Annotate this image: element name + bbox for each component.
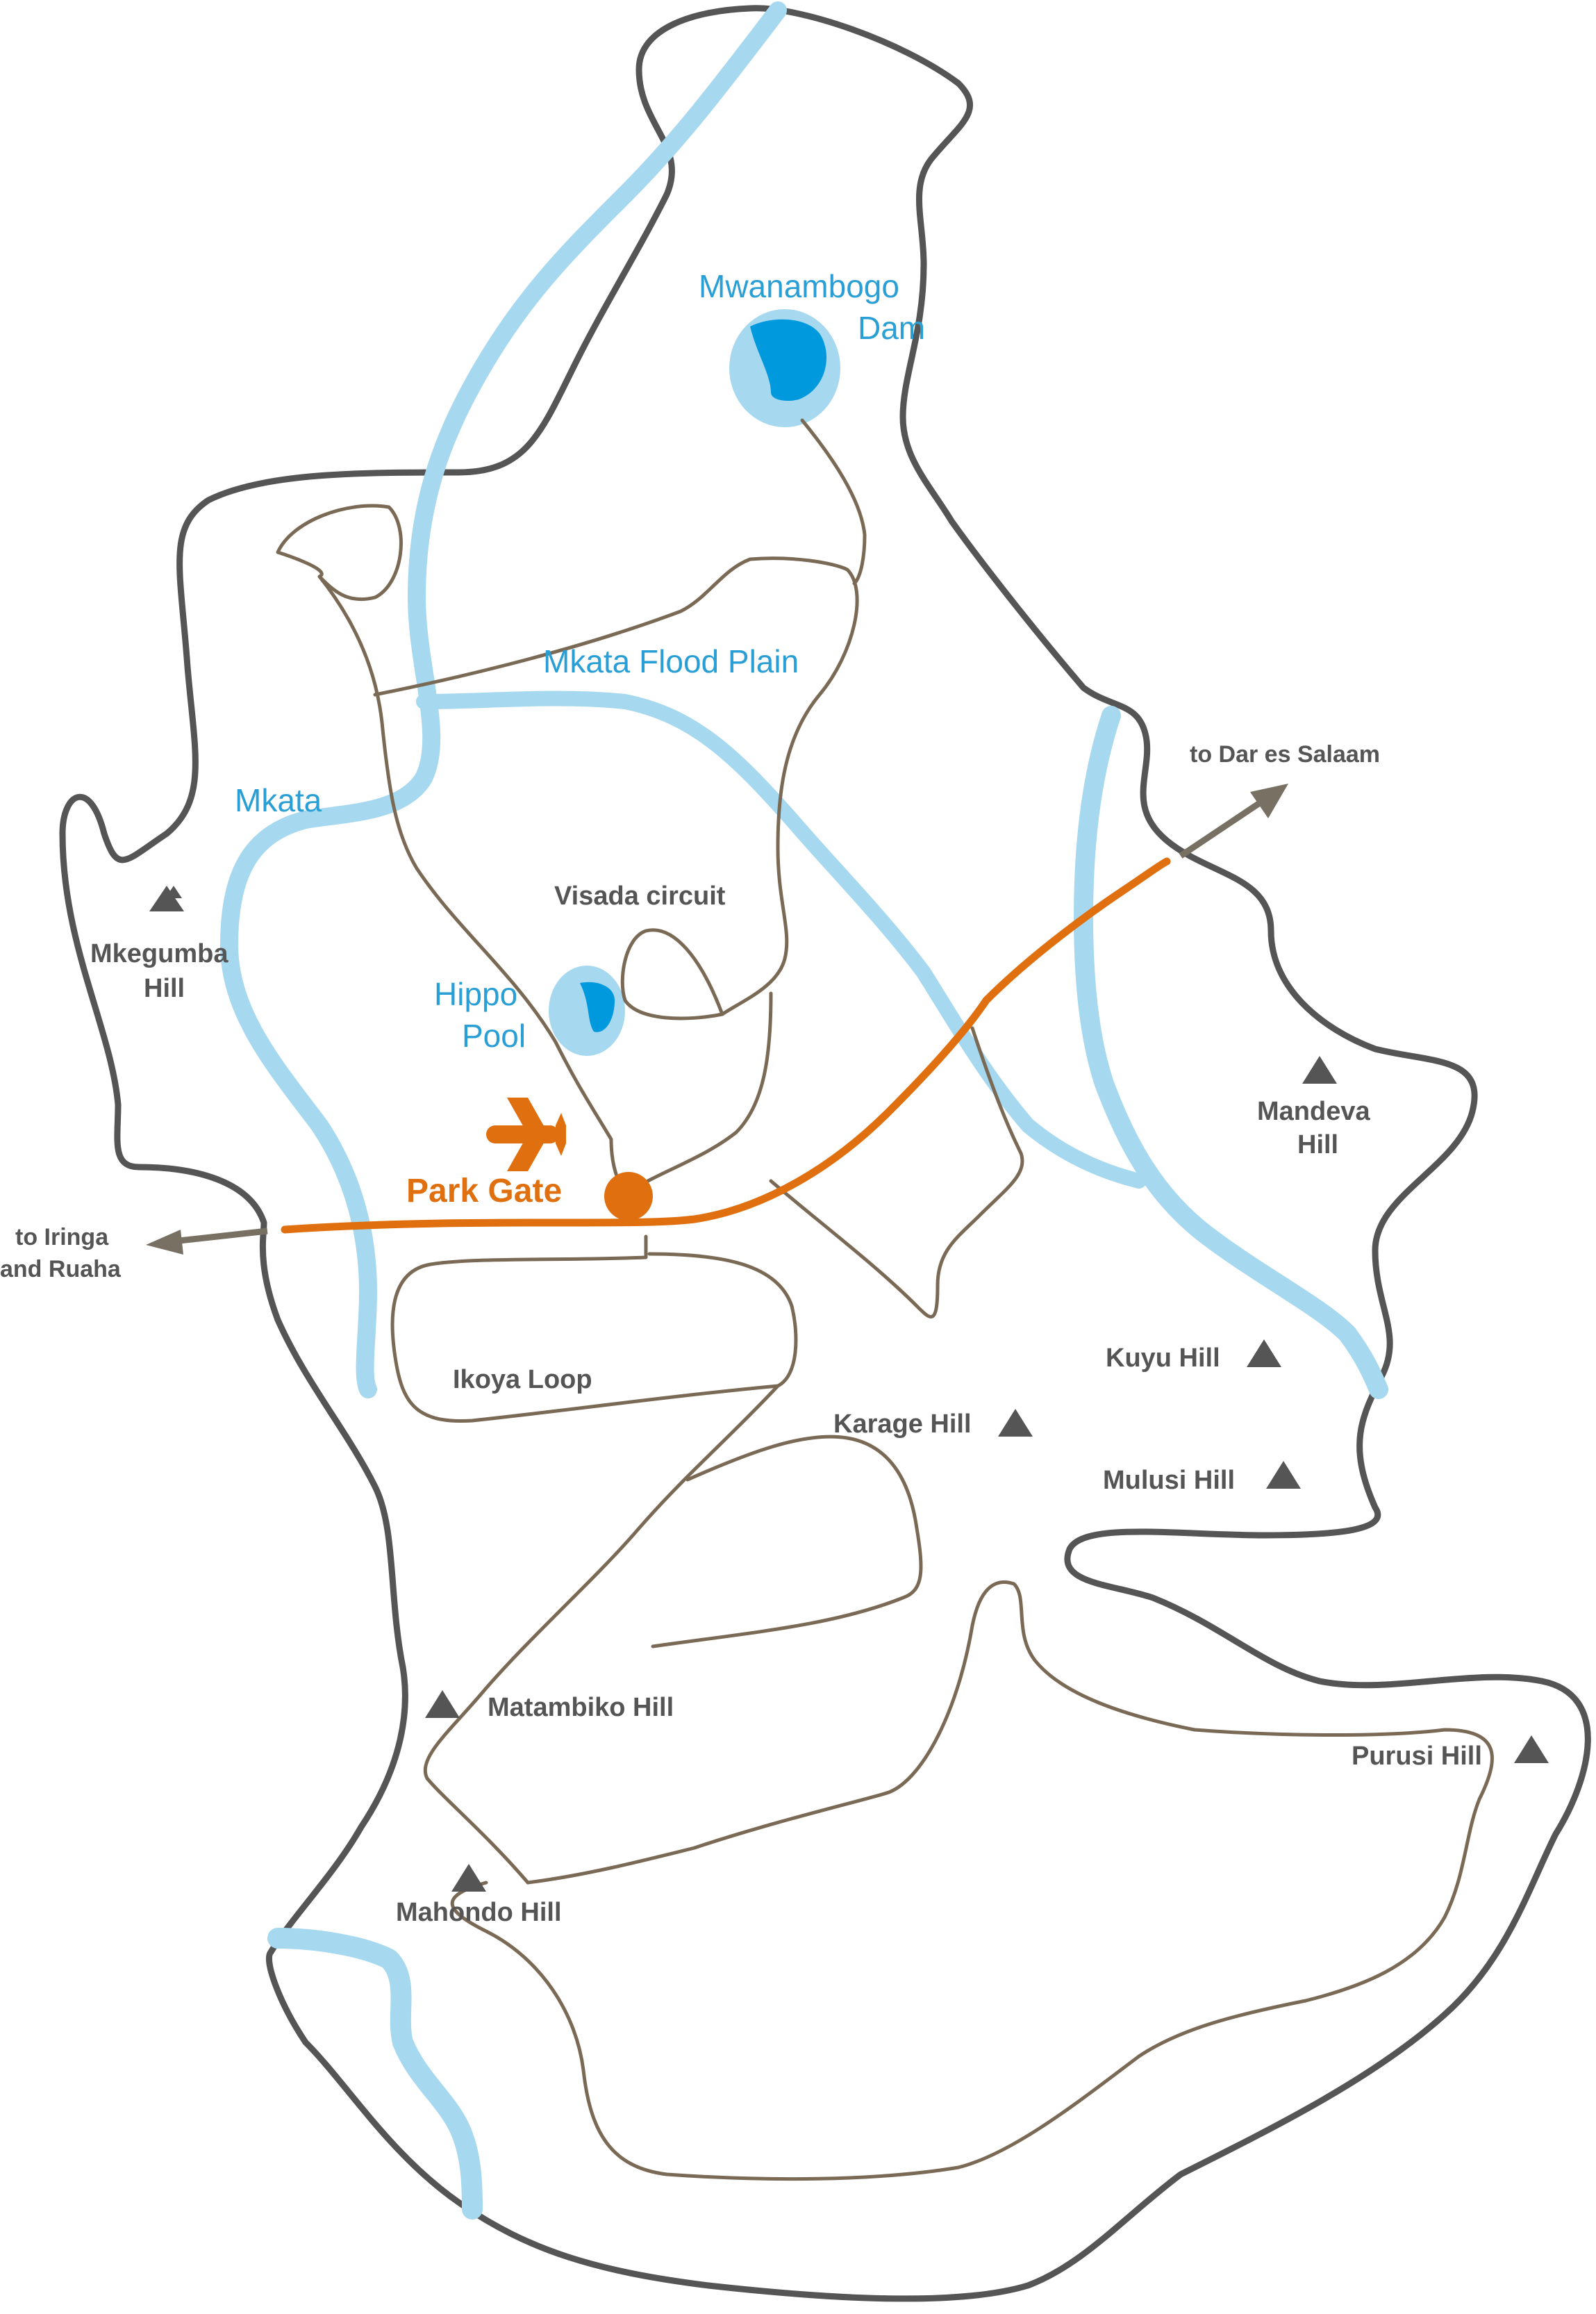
main-road <box>281 857 1171 1234</box>
karage-hill-icon <box>998 1409 1033 1437</box>
arrow-to-dar <box>1179 784 1288 859</box>
purusi-hill-icon <box>1514 1735 1549 1763</box>
ikoya-loop-label: Ikoya Loop <box>453 1365 592 1394</box>
dam-label-line2: Dam <box>858 310 925 346</box>
hippo-label-line1: Hippo <box>434 976 517 1012</box>
airplane-icon <box>486 1098 566 1171</box>
mwanambogo-dam <box>750 319 826 401</box>
mulusi-hill-icon <box>1266 1461 1301 1489</box>
matambiko-hill-icon <box>425 1690 460 1718</box>
hippo-label-line2: Pool <box>462 1018 526 1054</box>
park-gate-label: Park Gate <box>406 1173 562 1209</box>
iringa-label-2: and Ruaha <box>0 1256 122 1282</box>
mahondo-hill-label: Mahondo Hill <box>396 1898 562 1927</box>
kuyu-hill-icon <box>1247 1339 1281 1367</box>
park-gate-marker <box>604 1172 653 1221</box>
mkegumba-hill-icon-shape <box>149 886 184 911</box>
matambiko-hill-label: Matambiko Hill <box>488 1693 674 1722</box>
hippo-pool <box>580 982 615 1032</box>
mkata-river-label: Mkata <box>235 782 322 818</box>
hill-icons <box>149 886 1549 1892</box>
mulusi-hill-label: Mulusi Hill <box>1103 1466 1235 1495</box>
park-boundary <box>59 5 1591 2302</box>
visada-circuit-label: Visada circuit <box>554 882 726 911</box>
mandeva-hill-label-2: Hill <box>1297 1130 1338 1159</box>
mkegumba-hill-label-1: Mkegumba <box>90 939 228 968</box>
dar-es-salaam-label: to Dar es Salaam <box>1190 741 1380 768</box>
flood-plain-label: Mkata Flood Plain <box>543 643 799 679</box>
purusi-hill-label: Purusi Hill <box>1352 1742 1482 1771</box>
mandeva-hill-label-1: Mandeva <box>1257 1097 1370 1126</box>
iringa-label-1: to Iringa <box>15 1224 109 1250</box>
karage-hill-label: Karage Hill <box>833 1410 972 1439</box>
game-tracks <box>276 418 1494 2181</box>
mkegumba-hill-label-2: Hill <box>144 974 185 1003</box>
eastern-river <box>1074 706 1388 1399</box>
kuyu-hill-label: Kuyu Hill <box>1106 1344 1220 1373</box>
mahondo-hill-icon <box>451 1864 486 1892</box>
dam-label-line1: Mwanambogo <box>699 268 899 304</box>
mkata-flood-plain-river <box>416 691 1147 1189</box>
mandeva-hill-icon <box>1302 1056 1337 1084</box>
arrow-to-iringa <box>146 1228 268 1255</box>
mkata-river <box>220 1 787 1398</box>
southwest-river <box>267 1928 483 2220</box>
